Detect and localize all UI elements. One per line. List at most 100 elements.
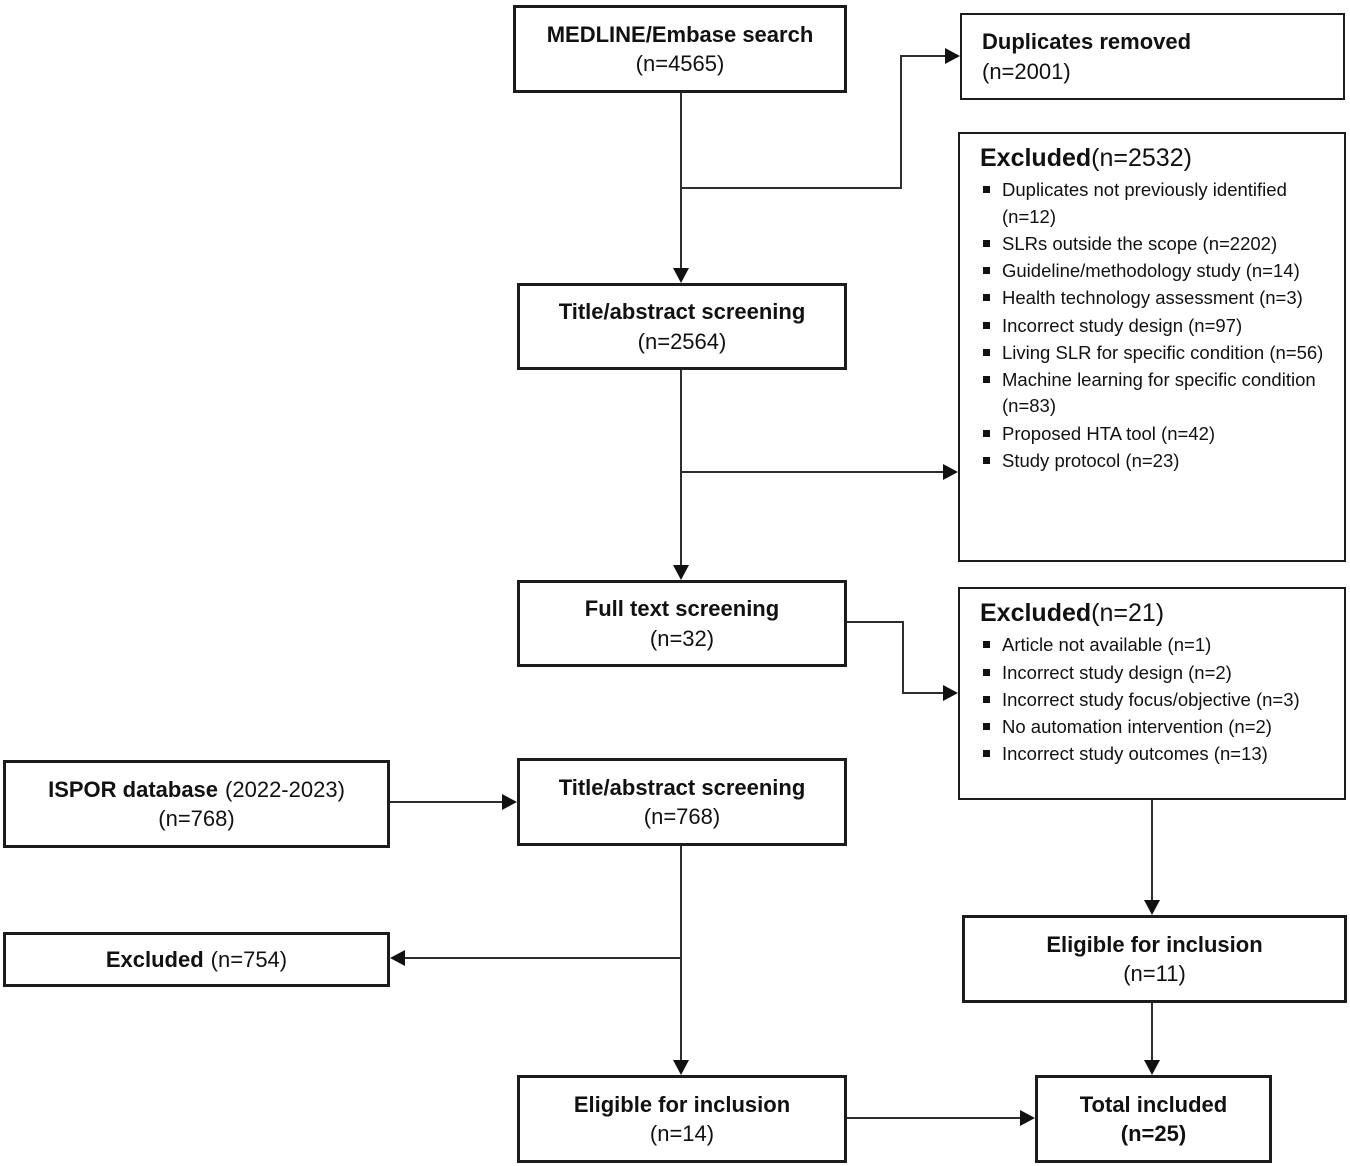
bullet-square-icon	[983, 239, 990, 247]
box-count: (n=11)	[1123, 961, 1186, 986]
connector-line	[680, 471, 943, 473]
connector-line	[1151, 800, 1153, 900]
box-count: (n=14)	[649, 1121, 715, 1146]
exclusion-reason-text: Duplicates not previously identified (n=…	[1002, 179, 1287, 227]
bullet-square-icon	[983, 321, 990, 329]
bullet-square-icon	[983, 668, 990, 676]
box-excluded-title-abstract: Excluded(n=2532) Duplicates not previous…	[958, 132, 1346, 562]
exclusion-reason-text: Health technology assessment (n=3)	[1002, 287, 1303, 309]
exclusion-reason-text: Incorrect study outcomes (n=13)	[1002, 743, 1268, 765]
box-title-line: ISPOR database(2022-2023)	[48, 775, 345, 804]
connector-line	[902, 692, 943, 694]
connector-line	[405, 957, 682, 959]
exclusion-reason-text: Incorrect study design (n=2)	[1002, 661, 1232, 683]
exclusion-reason-text: Living SLR for specific condition (n=56)	[1002, 341, 1324, 363]
box-title: Eligible for inclusion	[573, 1091, 791, 1117]
bullet-square-icon	[983, 186, 990, 194]
exclusion-reason-text: Guideline/methodology study (n=14)	[1002, 260, 1300, 282]
box-count: (n=32)	[649, 625, 715, 651]
exclusion-reason-list: Article not available (n=1) Incorrect stu…	[980, 632, 1338, 767]
exclusion-header-title: Excluded	[980, 599, 1092, 627]
exclusion-reason-item: No automation intervention (n=2)	[980, 714, 1338, 740]
box-medline-search: MEDLINE/Embase search (n=4565)	[513, 5, 847, 93]
exclusion-reason-item: Study protocol (n=23)	[980, 448, 1338, 474]
connector-line	[847, 621, 904, 623]
box-title: MEDLINE/Embase search	[546, 21, 814, 47]
bullet-square-icon	[983, 641, 990, 649]
exclusion-header-title: Excluded	[980, 144, 1092, 172]
exclusion-reason-item: Incorrect study design (n=97)	[980, 313, 1338, 339]
arrow-down-icon	[673, 268, 689, 283]
bullet-square-icon	[983, 348, 990, 356]
bullet-square-icon	[983, 750, 990, 758]
exclusion-reason-item: Proposed HTA tool (n=42)	[980, 421, 1338, 447]
box-title-abstract-screening-ispor: Title/abstract screening (n=768)	[517, 758, 847, 846]
exclusion-reason-item: Incorrect study design (n=2)	[980, 660, 1338, 686]
exclusion-reason-item: SLRs outside the scope (n=2202)	[980, 231, 1338, 257]
exclusion-header: Excluded(n=2532)	[980, 143, 1338, 174]
exclusion-header-count: (n=21)	[1091, 599, 1165, 627]
connector-line	[680, 846, 682, 1060]
bullet-square-icon	[983, 456, 990, 464]
connector-line	[680, 187, 902, 189]
connector-line	[680, 93, 682, 268]
box-count: (n=2564)	[637, 328, 727, 354]
exclusion-header: Excluded(n=21)	[980, 598, 1338, 629]
box-title-abstract-screening-medline: Title/abstract screening (n=2564)	[517, 283, 847, 370]
exclusion-reason-item: Living SLR for specific condition (n=56)	[980, 340, 1338, 366]
arrow-down-icon	[1144, 1060, 1160, 1075]
bullet-square-icon	[983, 723, 990, 731]
exclusion-reason-text: Study protocol (n=23)	[1002, 449, 1180, 471]
exclusion-reason-list: Duplicates not previously identified (n=…	[980, 177, 1338, 474]
box-count: (n=25)	[1120, 1121, 1187, 1146]
box-eligible-ispor: Eligible for inclusion (n=14)	[517, 1075, 847, 1163]
box-title: Duplicates removed	[982, 29, 1192, 55]
exclusion-reason-item: Article not available (n=1)	[980, 632, 1338, 658]
box-title: Eligible for inclusion	[1046, 931, 1263, 957]
box-title: ISPOR database	[48, 776, 219, 802]
bullet-square-icon	[983, 429, 990, 437]
exclusion-reason-text: No automation intervention (n=2)	[1002, 716, 1272, 738]
exclusion-reason-item: Duplicates not previously identified (n=…	[980, 177, 1338, 230]
exclusion-reason-text: SLRs outside the scope (n=2202)	[1002, 232, 1278, 254]
arrow-right-icon	[943, 685, 958, 701]
box-count: (n=4565)	[635, 51, 725, 76]
bullet-square-icon	[983, 267, 990, 275]
connector-line	[390, 801, 502, 803]
box-ispor-database: ISPOR database(2022-2023) (n=768)	[3, 760, 390, 848]
exclusion-reason-item: Guideline/methodology study (n=14)	[980, 258, 1338, 284]
connector-line	[900, 56, 902, 189]
box-title: Full text screening	[584, 596, 780, 622]
box-subtitle: (2022-2023)	[225, 776, 345, 802]
exclusion-header-count: (n=2532)	[1091, 144, 1192, 172]
exclusion-reason-item: Incorrect study focus/objective (n=3)	[980, 687, 1338, 713]
exclusion-reason-text: Incorrect study focus/objective (n=3)	[1002, 688, 1300, 710]
arrow-left-icon	[390, 950, 405, 966]
box-title: Title/abstract screening	[558, 299, 806, 325]
arrow-right-icon	[502, 794, 517, 810]
exclusion-reason-text: Article not available (n=1)	[1002, 634, 1212, 656]
box-count: (n=754)	[210, 946, 288, 972]
box-eligible-medline: Eligible for inclusion (n=11)	[962, 915, 1347, 1003]
exclusion-reason-text: Proposed HTA tool (n=42)	[1002, 422, 1216, 444]
box-title-line: Excluded(n=754)	[106, 945, 287, 974]
arrow-down-icon	[1144, 900, 1160, 915]
bullet-square-icon	[983, 695, 990, 703]
bullet-square-icon	[983, 376, 990, 384]
box-excluded-ispor: Excluded(n=754)	[3, 932, 390, 987]
exclusion-reason-item: Health technology assessment (n=3)	[980, 285, 1338, 311]
connector-line	[1151, 1003, 1153, 1060]
box-count: (n=768)	[158, 806, 235, 831]
exclusion-reason-text: Machine learning for specific condition …	[1002, 369, 1316, 417]
arrow-down-icon	[673, 1060, 689, 1075]
box-duplicates-removed: Duplicates removed (n=2001)	[960, 13, 1345, 100]
box-total-included: Total included (n=25)	[1035, 1075, 1272, 1163]
box-full-text-screening: Full text screening (n=32)	[517, 580, 847, 667]
arrow-right-icon	[1020, 1110, 1035, 1126]
box-title: Total included	[1079, 1091, 1228, 1117]
exclusion-reason-item: Incorrect study outcomes (n=13)	[980, 741, 1338, 767]
arrow-right-icon	[943, 464, 958, 480]
box-title: Excluded	[105, 946, 204, 972]
connector-line	[847, 1117, 1020, 1119]
